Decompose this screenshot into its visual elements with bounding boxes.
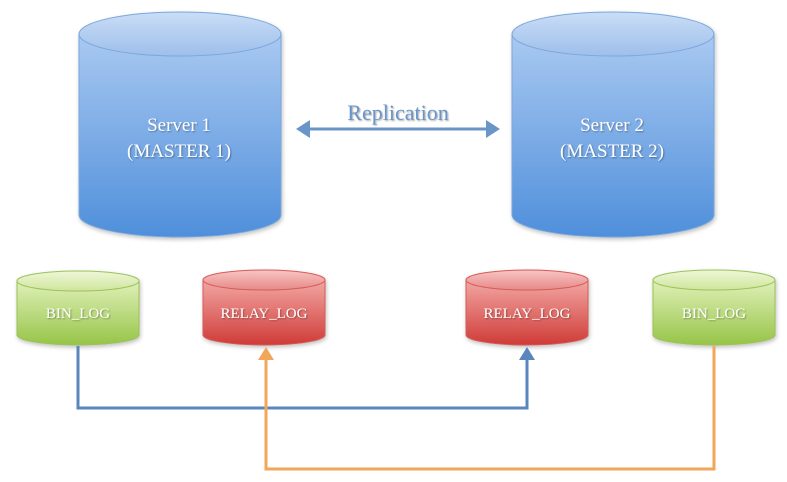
replication-arrow <box>296 120 500 138</box>
server-1-role-label: (MASTER 1) <box>127 141 231 162</box>
server-2-role-label: (MASTER 2) <box>560 141 664 162</box>
replication-label: Replication <box>347 100 448 125</box>
orange-connector-arrow <box>258 346 716 471</box>
relay-log-1-cylinder <box>202 269 326 346</box>
server-2-name: Server 2 <box>580 115 644 136</box>
relay-log-1-label: RELAY_LOG <box>221 306 308 322</box>
relay-log-2-label: RELAY_LOG <box>484 306 571 322</box>
blue-connector-arrow <box>76 346 535 410</box>
server-1-name: Server 1 <box>147 115 211 136</box>
server-2-cylinder <box>511 11 715 238</box>
server-1-cylinder <box>78 11 282 238</box>
bin-log-1-label: BIN_LOG <box>46 306 110 322</box>
bin-log-2-label: BIN_LOG <box>682 306 746 322</box>
bin-log-2-cylinder <box>652 269 776 346</box>
bin-log-1-cylinder <box>16 270 140 346</box>
relay-log-2-cylinder <box>465 269 589 346</box>
